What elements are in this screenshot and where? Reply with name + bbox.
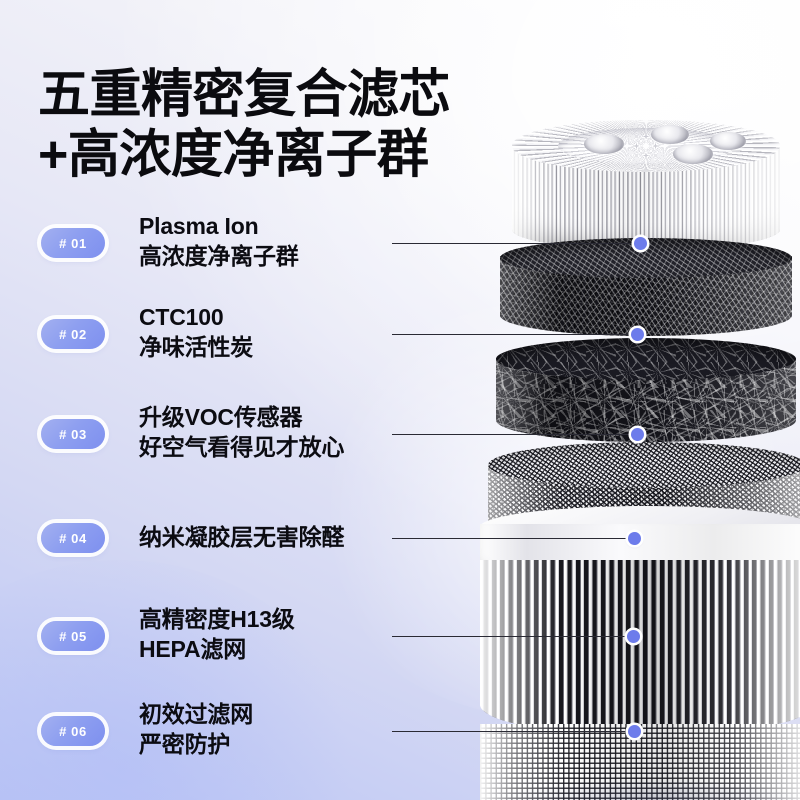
feature-label-03-line-2: 好空气看得见才放心 [139, 434, 345, 460]
feature-leader-dot-06 [628, 725, 641, 738]
product-layer-hepa-h13 [480, 560, 800, 750]
plasma-module-dimple [710, 132, 747, 150]
feature-leader-dot-03 [631, 428, 644, 441]
foam-layer-top [496, 338, 796, 380]
feature-label-02-line-1: CTC100 [139, 304, 224, 330]
feature-label-02-line-2: 净味活性炭 [139, 334, 254, 360]
feature-badge-06: # 06 [41, 716, 105, 746]
feature-label-06: 初效过滤网 严密防护 [139, 699, 253, 759]
feature-leader-line-05 [392, 636, 633, 637]
feature-label-02: CTC100 净味活性炭 [139, 302, 253, 362]
feature-label-03: 升级VOC传感器 好空气看得见才放心 [139, 402, 344, 462]
feature-label-04: 纳米凝胶层无害除醛 [139, 522, 344, 552]
feature-label-03-line-1: 升级VOC传感器 [139, 404, 303, 430]
plasma-module-dimple [651, 125, 690, 144]
product-layer-reticulated-foam [496, 338, 796, 456]
feature-leader-dot-04 [628, 532, 641, 545]
feature-label-04-line-1: 纳米凝胶层无害除醛 [139, 524, 345, 550]
feature-leader-line-04 [392, 538, 634, 539]
feature-badge-03: # 03 [41, 419, 105, 449]
feature-label-05: 高精密度H13级 HEPA滤网 [139, 604, 295, 664]
page-title: 五重精密复合滤芯 +高浓度净离子群 [38, 65, 558, 185]
feature-badge-04: # 04 [41, 523, 105, 553]
plasma-module-top [512, 120, 780, 172]
nano-gel-top [488, 442, 800, 488]
plasma-module-dimple [584, 134, 625, 154]
feature-label-06-line-2: 严密防护 [139, 731, 231, 757]
feature-label-05-line-1: 高精密度H13级 [139, 606, 295, 632]
feature-leader-dot-05 [627, 630, 640, 643]
feature-leader-line-02 [392, 334, 637, 335]
hepa-cylinder-side [480, 560, 800, 736]
feature-leader-line-03 [392, 434, 637, 435]
product-contact-shadow [500, 780, 800, 800]
feature-badge-05: # 05 [41, 621, 105, 651]
product-layer-pre-filter-mesh [480, 724, 800, 800]
feature-badge-02: # 02 [41, 319, 105, 349]
feature-label-06-line-1: 初效过滤网 [139, 701, 254, 727]
pre-filter-mesh-side [480, 724, 800, 800]
feature-label-01-line-1: Plasma Ion [139, 213, 259, 239]
page-title-line-1: 五重精密复合滤芯 [38, 65, 451, 124]
feature-badge-01: # 01 [41, 228, 105, 258]
feature-label-01: Plasma Ion 高浓度净离子群 [139, 211, 299, 271]
feature-leader-line-06 [392, 731, 634, 732]
page-title-line-2: +高浓度净离子群 [38, 125, 429, 184]
plasma-module-dimple [672, 144, 713, 164]
product-layer-plasma-ion-module [512, 120, 780, 270]
feature-leader-line-01 [392, 243, 640, 244]
feature-label-05-line-2: HEPA滤网 [139, 636, 246, 662]
feature-label-01-line-2: 高浓度净离子群 [139, 243, 299, 269]
feature-leader-dot-01 [634, 237, 647, 250]
feature-leader-dot-02 [631, 328, 644, 341]
